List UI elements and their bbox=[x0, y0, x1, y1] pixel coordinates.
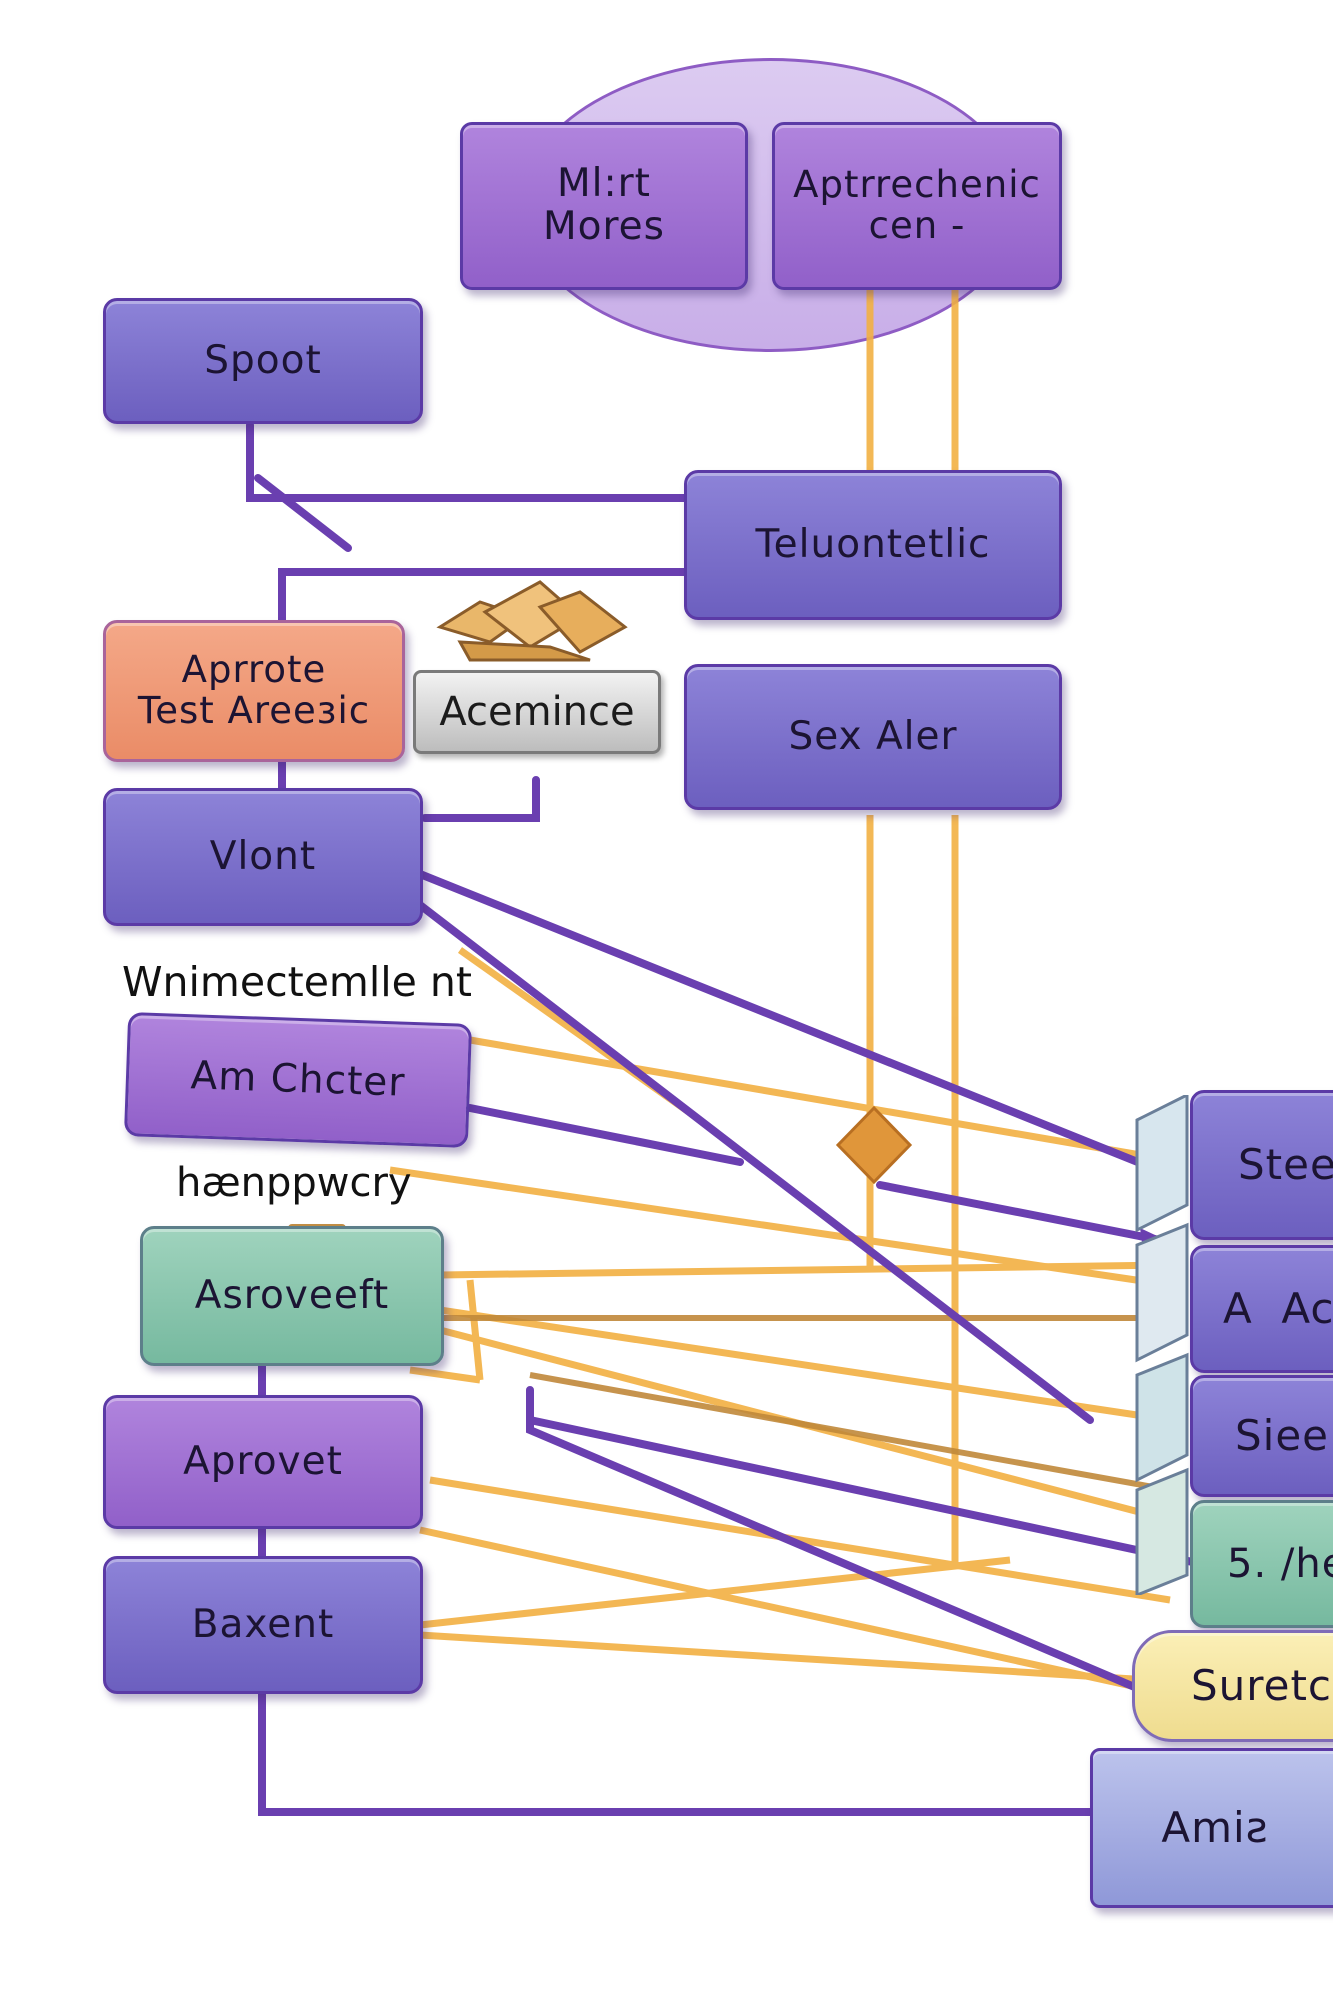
node-asroveeft[interactable]: Asroveeft bbox=[140, 1226, 444, 1366]
connector-line bbox=[421, 776, 540, 822]
connector-line bbox=[526, 1386, 1169, 1704]
node-aprrote[interactable]: Aprrote Test Areeɜic bbox=[103, 620, 405, 762]
node-am-chcter[interactable]: Am Chcter bbox=[123, 1012, 473, 1148]
node-label-line: Mores bbox=[543, 204, 665, 249]
connector-line bbox=[416, 901, 1094, 1424]
node-label-line: Aptrrechenic bbox=[793, 163, 1041, 207]
node-label: Suretc bbox=[1191, 1660, 1333, 1710]
node-siee[interactable]: Siee bbox=[1190, 1375, 1333, 1497]
connector-line bbox=[258, 1689, 1099, 1816]
connector-line bbox=[409, 1366, 481, 1384]
group-node-b-text: Aptrrechenic cen - bbox=[793, 165, 1041, 246]
node-label: Teluontetlic bbox=[755, 521, 991, 567]
connector-line bbox=[419, 1631, 1151, 1684]
label-wnimectemlle: Wnimectemlle nt bbox=[122, 958, 472, 1006]
group-node-b[interactable]: Aptrrechenic cen - bbox=[772, 122, 1062, 290]
connector-line bbox=[419, 1526, 1151, 1694]
node-a-ac[interactable]: A Ac bbox=[1190, 1245, 1333, 1373]
node-amis[interactable]: Amiƨ bbox=[1090, 1748, 1333, 1908]
node-label-line: Test Areeɜic bbox=[137, 689, 371, 732]
node-label: Spoot bbox=[204, 337, 322, 383]
node-baxent[interactable]: Baxent bbox=[103, 1556, 423, 1694]
connector-line bbox=[876, 1181, 1174, 1246]
connector-line bbox=[439, 1306, 1171, 1424]
node-stee[interactable]: Stee bbox=[1190, 1090, 1333, 1240]
node-5-he[interactable]: 5. /he bbox=[1190, 1500, 1333, 1628]
connector-line bbox=[526, 1416, 1234, 1574]
node-aprovet[interactable]: Aprovet bbox=[103, 1395, 423, 1529]
node-sex-aler[interactable]: Sex Aler bbox=[684, 664, 1062, 810]
node-label: Vlont bbox=[209, 833, 317, 879]
node-label-line: Ml:rt bbox=[557, 161, 651, 207]
node-label: A Ac bbox=[1223, 1283, 1333, 1333]
label-happwcry: hænppwcry bbox=[176, 1160, 412, 1206]
node-label-line: cen - bbox=[868, 204, 966, 247]
node-teluontetlic[interactable]: Teluontetlic bbox=[684, 470, 1062, 620]
node-label: Am Chcter bbox=[189, 1052, 407, 1106]
node-label: Stee bbox=[1238, 1139, 1333, 1189]
diamond-junction-icon bbox=[835, 1105, 913, 1185]
node-label: Sex Aler bbox=[788, 713, 958, 759]
node-label: Amiƨ bbox=[1161, 1802, 1269, 1852]
connector-line bbox=[469, 1036, 1171, 1164]
node-label: Asroveeft bbox=[194, 1272, 390, 1318]
connector-line bbox=[466, 1104, 744, 1166]
connector-line bbox=[401, 864, 1174, 1179]
node-label-line: Aprrote bbox=[181, 648, 327, 692]
connector-line bbox=[439, 1261, 1171, 1279]
node-spoot[interactable]: Spoot bbox=[103, 298, 423, 424]
node-label: Baxent bbox=[191, 1601, 335, 1647]
folder-pile-icon bbox=[436, 580, 628, 662]
stack-side-decor bbox=[1135, 1095, 1189, 1595]
connector-line bbox=[254, 474, 352, 552]
node-label: Siee bbox=[1235, 1410, 1330, 1460]
node-label: Aprovet bbox=[183, 1438, 343, 1484]
connector-line bbox=[419, 1556, 1011, 1629]
node-acemince[interactable]: Acemince bbox=[413, 670, 661, 754]
node-suretc[interactable]: Suretc bbox=[1132, 1630, 1333, 1742]
node-label: 5. /he bbox=[1227, 1541, 1333, 1587]
group-node-a-text: Ml:rt Mores bbox=[543, 161, 665, 249]
group-node-a[interactable]: Ml:rt Mores bbox=[460, 122, 748, 290]
node-aprrote-text: Aprrote Test Areeɜic bbox=[138, 650, 370, 731]
purple-connectors bbox=[246, 421, 1234, 1816]
node-label: Acemince bbox=[439, 689, 635, 735]
connector-line bbox=[429, 1476, 1171, 1604]
node-vlont[interactable]: Vlont bbox=[103, 788, 423, 926]
connector-line bbox=[466, 1279, 484, 1381]
brown-connectors bbox=[440, 1315, 1171, 1493]
connector-line bbox=[246, 421, 699, 502]
connector-line bbox=[278, 568, 709, 626]
connector-line bbox=[529, 1372, 1171, 1493]
